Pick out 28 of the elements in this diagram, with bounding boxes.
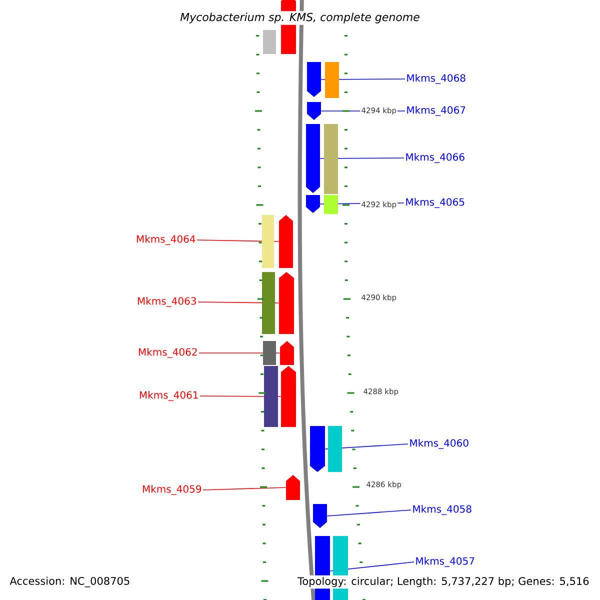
leader-line xyxy=(326,510,412,516)
gene-label: Mkms_4061 xyxy=(140,391,198,401)
gene-block xyxy=(279,215,293,268)
gene-label: Mkms_4059 xyxy=(142,485,202,495)
gene-block xyxy=(307,62,321,97)
footer-text: Topology: circular; Length: 5,737,227 bp; Genes: 5,516 xyxy=(296,575,591,589)
gene-label: Mkms_4064 xyxy=(136,235,196,245)
gene-block xyxy=(310,426,325,472)
gene-label: Mkms_4066 xyxy=(406,153,464,163)
gene-label: Mkms_4058 xyxy=(413,505,472,515)
gene-label: Mkms_4063 xyxy=(138,297,196,307)
gene-block xyxy=(306,124,320,193)
gene-label: Mkms_4060 xyxy=(410,439,468,449)
gene-label: Mkms_4062 xyxy=(138,348,197,358)
gene-block xyxy=(313,504,327,528)
gene-block xyxy=(286,475,300,500)
gene-label: Mkms_4067 xyxy=(407,106,466,116)
leader-line xyxy=(198,352,280,354)
footer-text: Accession: NC_008705 xyxy=(8,575,132,589)
gene-block xyxy=(306,195,320,213)
gene-block xyxy=(279,272,294,334)
gene-block xyxy=(307,102,321,120)
gene-label: Mkms_4068 xyxy=(407,74,466,84)
gene-label: Mkms_4057 xyxy=(416,557,474,567)
gene-block xyxy=(280,341,294,365)
gene-label: Mkms_4065 xyxy=(406,198,464,208)
leader-line xyxy=(202,487,286,490)
title: Mycobacterium sp. KMS, complete genome xyxy=(178,11,422,25)
